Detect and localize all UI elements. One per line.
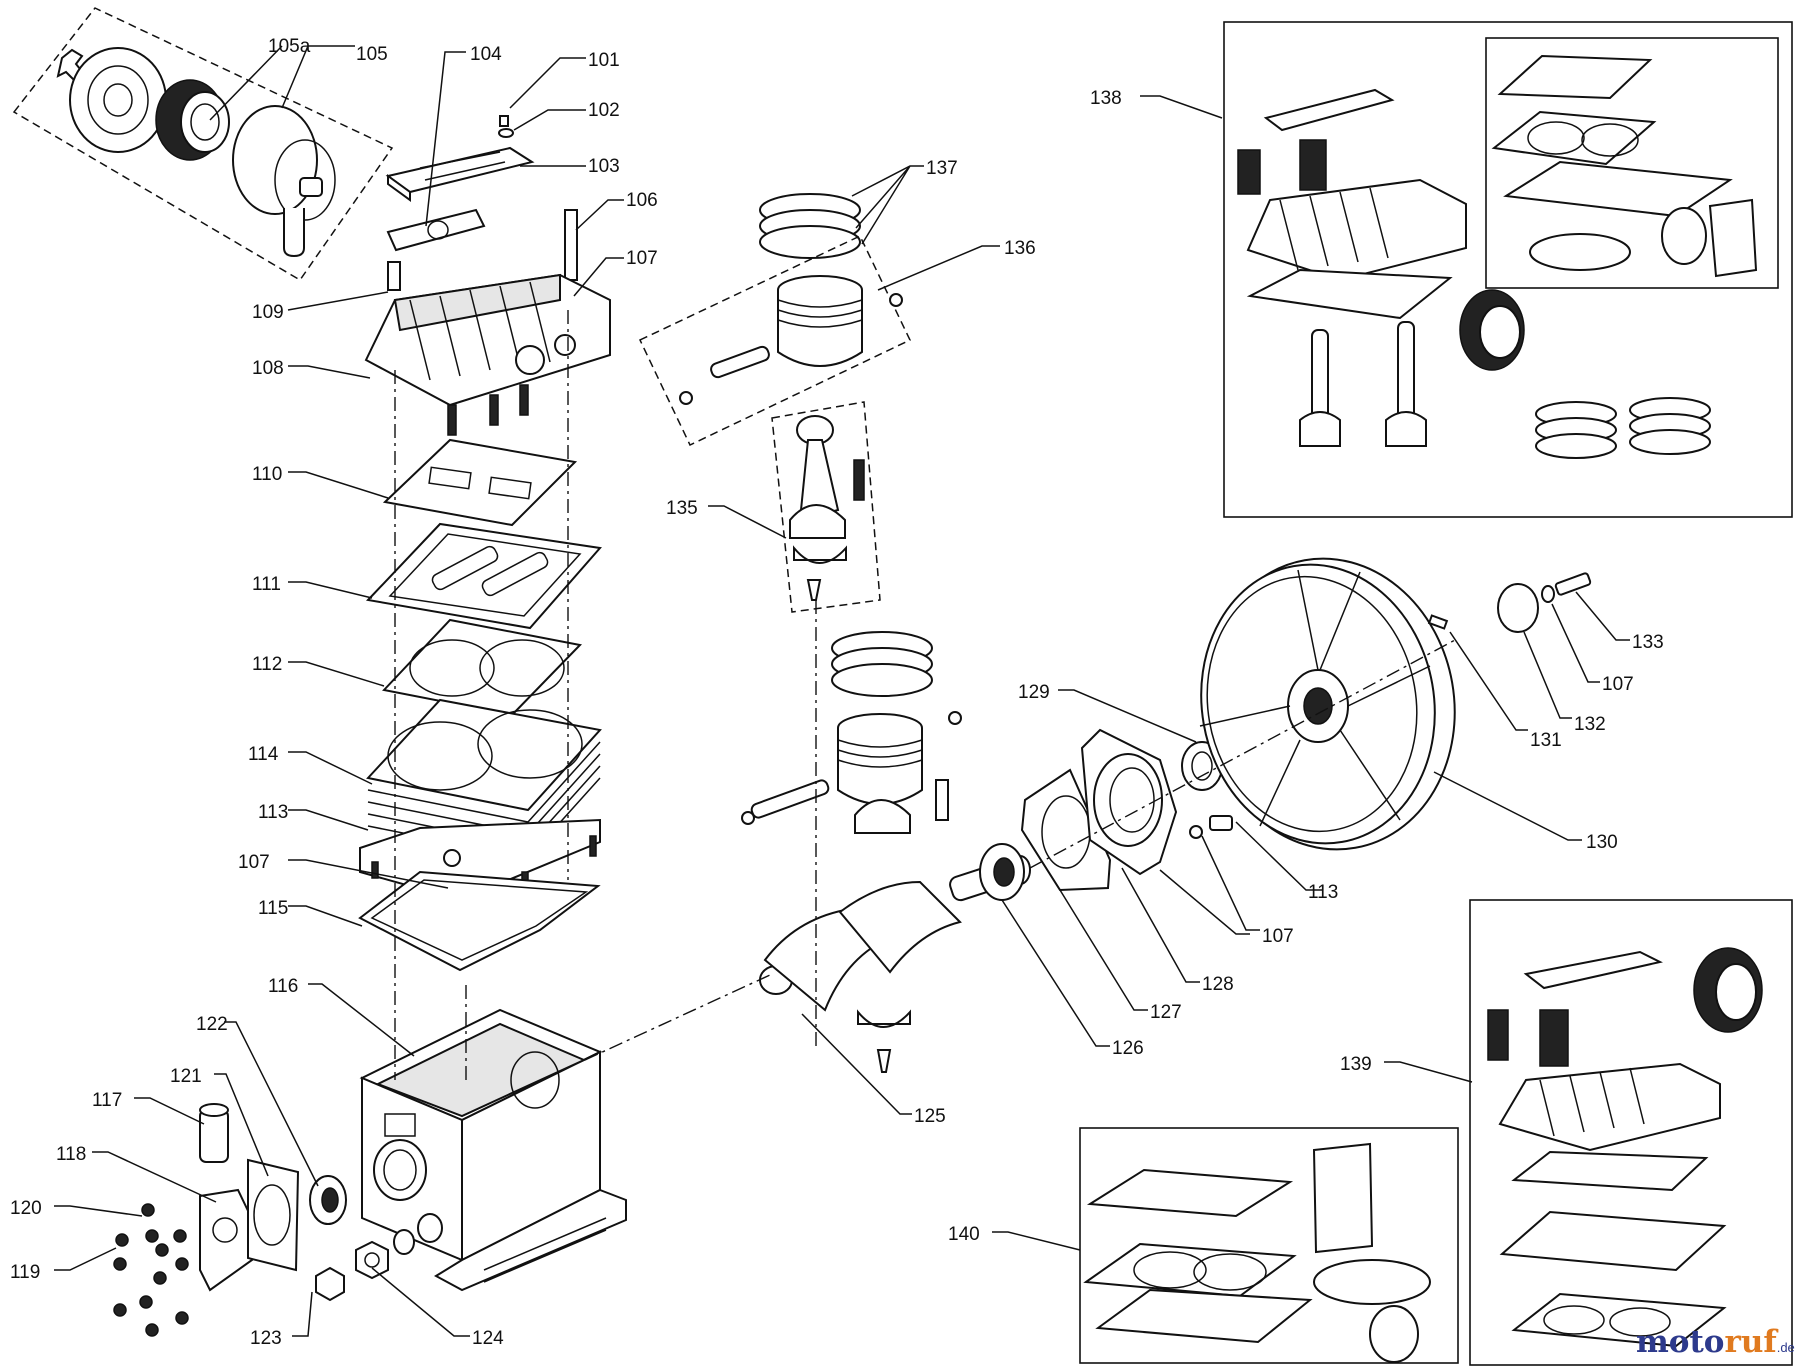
watermark-moto: moto: [1636, 1324, 1724, 1360]
callout-136: 136: [1004, 238, 1036, 259]
air-filter-assembly: [12, 7, 394, 281]
callout-139: 139: [1340, 1054, 1372, 1075]
callout-105: 105: [356, 44, 388, 65]
bearing-housing: [979, 728, 1233, 901]
callout-124: 124: [472, 1328, 504, 1349]
callout-137: 137: [926, 158, 958, 179]
callout-129: 129: [1018, 682, 1050, 703]
callout-109: 109: [252, 302, 284, 323]
kit-box-140: [1079, 1127, 1459, 1364]
callout-108: 108: [252, 358, 284, 379]
callout-140: 140: [948, 1224, 980, 1245]
kit-box-138: [1223, 21, 1793, 518]
callout-labels: 105a 105 104 101 102 103 106 107 109 108…: [10, 36, 1664, 1349]
callout-133: 133: [1632, 632, 1664, 653]
callout-103: 103: [588, 156, 620, 177]
callout-112: 112: [252, 654, 282, 675]
callout-111: 111: [252, 574, 281, 595]
callout-104: 104: [470, 44, 502, 65]
callout-119: 119: [10, 1262, 40, 1283]
callout-131: 131: [1530, 730, 1562, 751]
side-cover-parts: [113, 1103, 389, 1337]
connecting-rod-assembly: [771, 401, 881, 613]
watermark-suffix: .de: [1777, 1340, 1795, 1355]
callout-110: 110: [252, 464, 282, 485]
kit-box-139: [1469, 899, 1793, 1366]
callout-102: 102: [588, 100, 620, 121]
watermark-logo: motoruf.de: [1636, 1324, 1795, 1360]
piston-assembly-lower: [741, 631, 962, 1073]
callout-126: 126: [1112, 1038, 1144, 1059]
watermark-ruf: ruf: [1724, 1324, 1778, 1360]
callout-115: 115: [258, 898, 288, 919]
callout-107-housing: 107: [1262, 926, 1294, 947]
leader-lines: [54, 45, 1630, 1337]
flywheel: [1199, 557, 1592, 851]
cylinder-head-stack: [358, 115, 611, 972]
callout-127: 127: [1150, 1002, 1182, 1023]
callout-122: 122: [196, 1014, 228, 1035]
callout-107-flywheel: 107: [1602, 674, 1634, 695]
callout-123: 123: [250, 1328, 282, 1349]
piston-assembly-upper: [638, 193, 912, 447]
callout-101: 101: [588, 50, 620, 71]
callout-128: 128: [1202, 974, 1234, 995]
alignment-lines: [394, 310, 1456, 1080]
callout-107-head: 107: [626, 248, 658, 269]
callout-107-cylinder: 107: [238, 852, 270, 873]
svg-text:motoruf.de: motoruf.de: [1636, 1324, 1795, 1360]
callout-113-cylinder: 113: [258, 802, 288, 823]
callout-130: 130: [1586, 832, 1618, 853]
callout-135: 135: [666, 498, 698, 519]
callout-105a: 105a: [268, 36, 311, 57]
callout-114: 114: [248, 744, 279, 765]
callout-125: 125: [914, 1106, 946, 1127]
callout-138: 138: [1090, 88, 1122, 109]
callout-118: 118: [56, 1144, 86, 1165]
crankcase: [359, 1008, 627, 1292]
callout-113-housing: 113: [1308, 882, 1338, 903]
callout-132: 132: [1574, 714, 1606, 735]
callout-117: 117: [92, 1090, 122, 1111]
callout-120: 120: [10, 1198, 42, 1219]
callout-106: 106: [626, 190, 658, 211]
callout-121: 121: [170, 1066, 202, 1087]
callout-116: 116: [268, 976, 298, 997]
